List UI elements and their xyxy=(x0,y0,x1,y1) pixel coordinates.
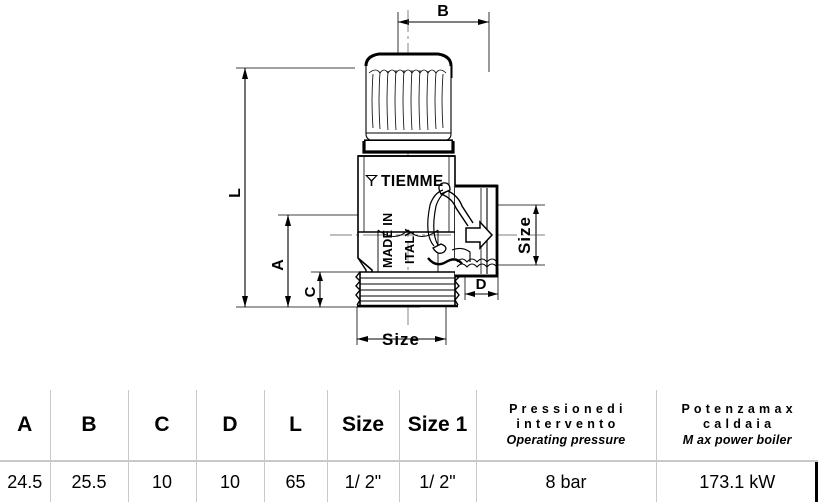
cell-operating-pressure: 8 bar xyxy=(476,461,657,502)
cell-size1: 1/ 2" xyxy=(399,461,477,502)
column-header-size1: Size 1 xyxy=(399,390,477,462)
brand-logo xyxy=(365,175,378,186)
cell-l: 65 xyxy=(264,461,328,502)
column-header-d-label: D xyxy=(222,413,238,436)
technical-drawing: TIEMME MADE IN ITALY B L A C D Size Size xyxy=(227,3,545,349)
column-header-c: C xyxy=(128,390,197,462)
cell-b: 25.5 xyxy=(50,461,129,502)
max-power-it-line2: c a l d a i a xyxy=(703,417,772,432)
dim-l: L xyxy=(227,188,244,198)
dim-c: C xyxy=(302,286,319,297)
dim-size-bottom: Size xyxy=(382,330,420,349)
column-header-size-label: Size xyxy=(341,413,385,436)
cell-a: 24.5 xyxy=(0,461,51,502)
origin-1: MADE IN xyxy=(381,212,395,268)
cell-max-power-boiler: 173.1 kW xyxy=(699,471,776,492)
operating-pressure-it-line2: i n t e r v e n t o xyxy=(516,417,616,432)
column-header-a: A xyxy=(0,390,51,462)
column-header-size: Size xyxy=(327,390,400,462)
specification-table: A B C D L Size Size 1 xyxy=(0,390,818,504)
max-power-en: M ax power boiler xyxy=(682,432,792,447)
table-data-row: 24.5 25.5 10 10 65 1/ 2" 1/ 2" 8 bar 173… xyxy=(0,461,818,502)
column-header-b-label: B xyxy=(81,413,97,436)
cell-size: 1/ 2" xyxy=(327,461,400,502)
column-header-l: L xyxy=(264,390,328,462)
cell-d: 10 xyxy=(196,461,265,502)
column-header-a-label: A xyxy=(17,413,33,436)
max-power-it-line1: P o t e n z a m a x xyxy=(681,402,794,417)
dim-size-right: Size xyxy=(515,216,534,254)
dim-b: B xyxy=(437,3,449,20)
column-header-operating-pressure: P r e s s i o n e d i i n t e r v e n t … xyxy=(476,390,657,462)
valve-body xyxy=(355,52,499,308)
origin-2: ITALY xyxy=(403,228,417,264)
dim-a: A xyxy=(270,259,287,271)
table-header-row: A B C D L Size Size 1 xyxy=(0,390,818,462)
dim-d: D xyxy=(476,276,487,293)
column-header-max-power-boiler: P o t e n z a m a x c a l d a i a M ax p… xyxy=(656,390,818,462)
operating-pressure-en: Operating pressure xyxy=(506,432,626,447)
table-right-edge-rule xyxy=(815,462,818,502)
column-header-c-label: C xyxy=(154,413,170,436)
brand-text: TIEMME xyxy=(381,173,444,190)
column-header-size1-label: Size 1 xyxy=(407,413,468,436)
cell-c: 10 xyxy=(128,461,197,502)
column-header-b: B xyxy=(50,390,129,462)
column-header-d: D xyxy=(196,390,265,462)
operating-pressure-it-line1: P r e s s i o n e d i xyxy=(509,402,623,417)
column-header-l-label: L xyxy=(289,413,302,436)
